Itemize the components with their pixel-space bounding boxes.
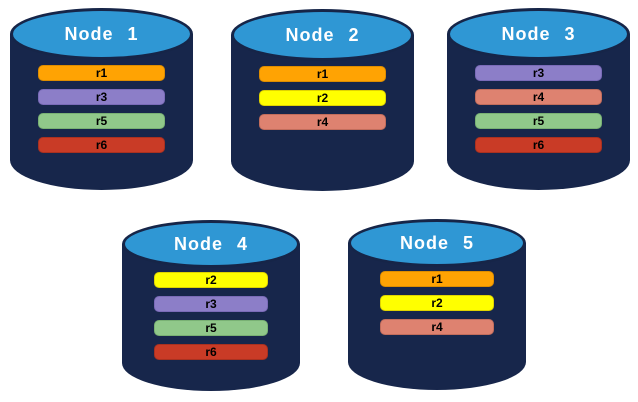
- cylinder-top-ellipse: Node 3: [447, 8, 630, 60]
- cylinder-top-ellipse: Node 4: [122, 220, 300, 268]
- replica-bar-r6: r6: [154, 344, 268, 360]
- cylinder-top-ellipse: Node 1: [10, 8, 193, 60]
- replica-list: r3 r4 r5 r6: [447, 65, 630, 153]
- replica-list: r1 r2 r4: [348, 271, 526, 335]
- cylinder-body: [447, 34, 630, 190]
- replica-bar-r3: r3: [475, 65, 602, 81]
- replica-bar-r6: r6: [475, 137, 602, 153]
- node-label: Node 2: [285, 24, 360, 45]
- replica-bar-r1: r1: [259, 66, 386, 82]
- replica-bar-r6: r6: [38, 137, 165, 153]
- node-label: Node 5: [399, 232, 474, 253]
- database-cylinder-node-2: Node 2 r1 r2 r4: [231, 9, 414, 191]
- replica-bar-r1: r1: [38, 65, 165, 81]
- replica-bar-r5: r5: [154, 320, 268, 336]
- replica-bar-r5: r5: [475, 113, 602, 129]
- replica-bar-r2: r2: [380, 295, 494, 311]
- node-label: Node 1: [64, 23, 139, 44]
- replica-bar-r3: r3: [154, 296, 268, 312]
- replica-bar-r5: r5: [38, 113, 165, 129]
- node-label: Node 4: [173, 233, 248, 254]
- replica-bar-r3: r3: [38, 89, 165, 105]
- replica-bar-r4: r4: [259, 114, 386, 130]
- cylinder-body: [348, 243, 526, 390]
- replica-bar-r4: r4: [475, 89, 602, 105]
- cylinder-body: [122, 244, 300, 391]
- replica-bar-r1: r1: [380, 271, 494, 287]
- cylinder-body: [10, 34, 193, 190]
- replica-list: r2 r3 r5 r6: [122, 272, 300, 360]
- replica-bar-r2: r2: [259, 90, 386, 106]
- database-cylinder-node-4: Node 4 r2 r3 r5 r6: [122, 220, 300, 391]
- cylinder-top-ellipse: Node 2: [231, 9, 414, 61]
- replica-bar-r4: r4: [380, 319, 494, 335]
- node-label: Node 3: [501, 23, 576, 44]
- replica-list: r1 r2 r4: [231, 66, 414, 130]
- database-cylinder-node-1: Node 1 r1 r3 r5 r6: [10, 8, 193, 190]
- database-cylinder-node-5: Node 5 r1 r2 r4: [348, 219, 526, 390]
- replica-list: r1 r3 r5 r6: [10, 65, 193, 153]
- cylinder-top-ellipse: Node 5: [348, 219, 526, 267]
- cylinder-body: [231, 35, 414, 191]
- replica-bar-r2: r2: [154, 272, 268, 288]
- database-cylinder-node-3: Node 3 r3 r4 r5 r6: [447, 8, 630, 190]
